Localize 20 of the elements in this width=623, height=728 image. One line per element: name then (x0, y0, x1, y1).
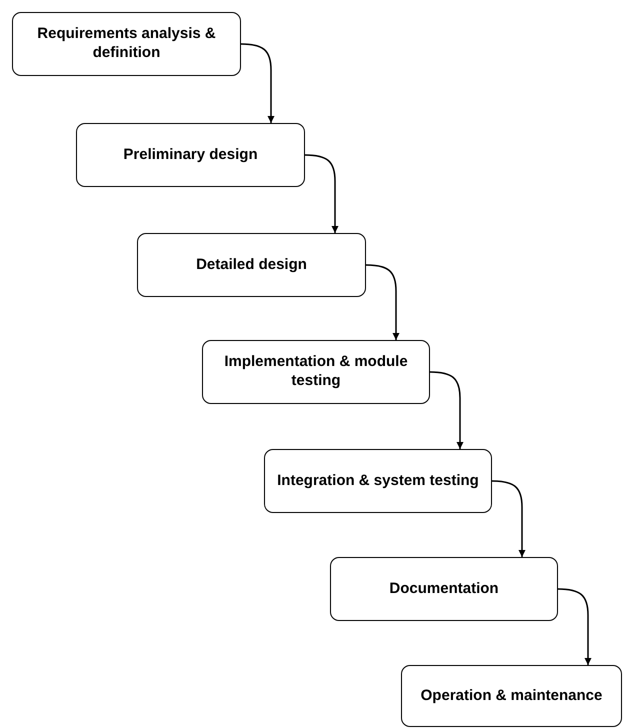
arrow (492, 480, 526, 557)
step-label: Integration & system testing (277, 472, 479, 490)
arrow (558, 588, 592, 665)
process-box (330, 557, 558, 621)
process-box (264, 449, 492, 513)
process-box (137, 233, 366, 297)
process-box (401, 665, 622, 727)
step-label: Implementation & module testing (223, 353, 409, 391)
process-box (202, 340, 430, 404)
step-label: Operation & maintenance (420, 686, 602, 706)
arrow (304, 154, 338, 233)
arrow (366, 264, 400, 340)
arrow (240, 43, 274, 123)
step-label: Detailed design (196, 256, 307, 274)
arrow (430, 371, 464, 449)
process-box (76, 123, 305, 187)
step-label: Documentation (389, 580, 499, 598)
step-label: Preliminary design (123, 146, 258, 164)
step-label: Requirements analysis & definition (36, 25, 217, 63)
process-box (12, 12, 241, 76)
